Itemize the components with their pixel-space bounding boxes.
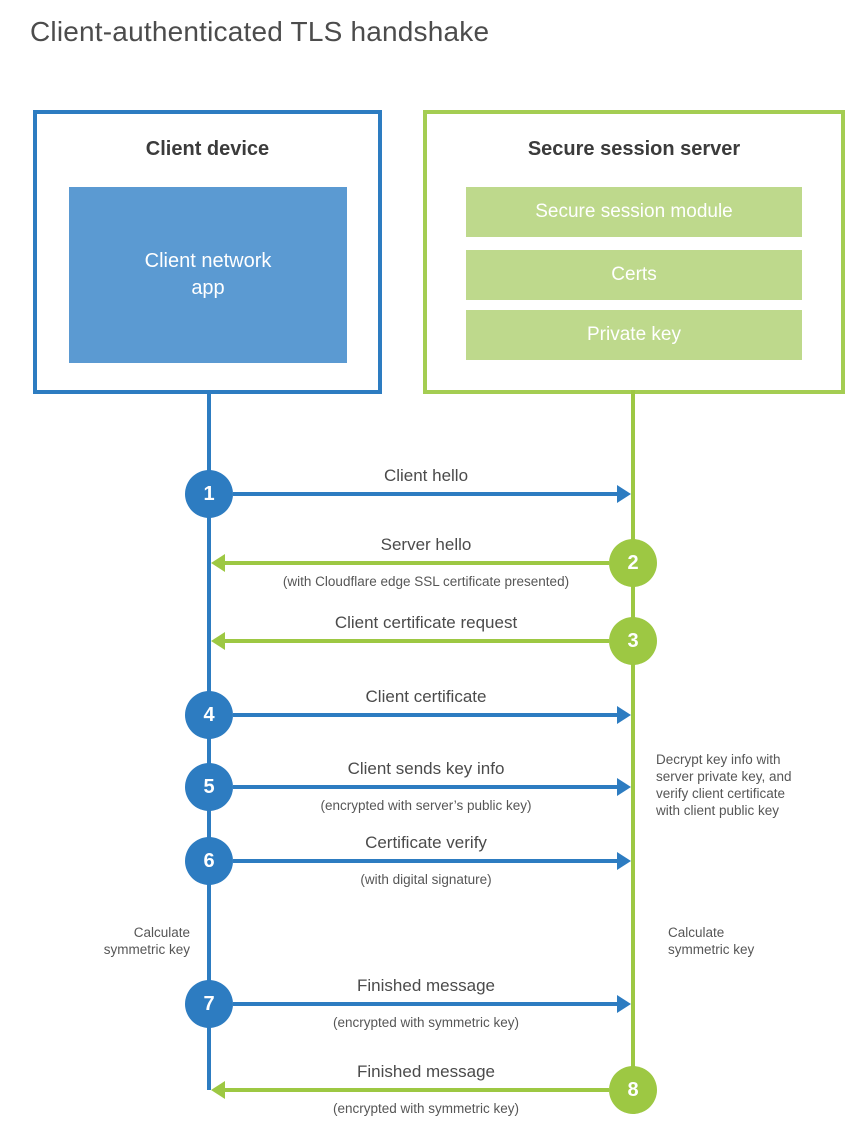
message-sublabel: (with digital signature) bbox=[360, 872, 492, 887]
message-sublabel: (with Cloudflare edge SSL certificate pr… bbox=[282, 574, 570, 589]
arrowhead-icon bbox=[211, 1081, 225, 1099]
step-number-badge: 7 bbox=[185, 980, 233, 1028]
message-label: Finished message bbox=[357, 976, 495, 995]
message-label: Client hello bbox=[383, 466, 469, 485]
server-lifeline bbox=[631, 390, 635, 1090]
step-2-server-hello: 2 Server hello (with Cloudflare edge SSL… bbox=[0, 533, 865, 597]
arrow-left-icon bbox=[211, 1081, 609, 1099]
arrowhead-icon bbox=[617, 706, 631, 724]
step-number-badge: 5 bbox=[185, 763, 233, 811]
note-calculate-symmetric-key-server: Calculate symmetric key bbox=[668, 925, 755, 957]
arrowhead-icon bbox=[617, 485, 631, 503]
arrowhead-icon bbox=[211, 554, 225, 572]
message-label: Server hello bbox=[380, 535, 472, 554]
step-7-finished-message-client: 7 Finished message (encrypted with symme… bbox=[0, 974, 865, 1038]
step-1-client-hello: 1 Client hello bbox=[0, 464, 865, 528]
step-number-badge: 2 bbox=[609, 539, 657, 587]
server-module-certs: Certs bbox=[466, 250, 802, 300]
server-module-private-key: Private key bbox=[466, 310, 802, 360]
step-4-client-certificate: 4 Client certificate bbox=[0, 685, 865, 749]
step-number-badge: 6 bbox=[185, 837, 233, 885]
secure-session-server-box: Secure session server Secure session mod… bbox=[423, 110, 845, 394]
page-title: Client-authenticated TLS handshake bbox=[30, 16, 490, 47]
message-label: Client sends key info bbox=[347, 759, 505, 778]
client-lifeline bbox=[207, 390, 211, 1090]
step-5-client-sends-key-info: 5 Client sends key info (encrypted with … bbox=[0, 757, 865, 821]
arrow-left-icon bbox=[211, 632, 609, 650]
note-calculate-symmetric-key-client: Calculate symmetric key bbox=[103, 925, 190, 957]
message-label: Certificate verify bbox=[365, 833, 487, 852]
client-device-box: Client device Client network app bbox=[33, 110, 382, 394]
arrow-right-icon bbox=[233, 706, 631, 724]
message-label: Finished message bbox=[357, 1062, 495, 1081]
step-3-client-certificate-request: 3 Client certificate request bbox=[0, 611, 865, 675]
arrowhead-icon bbox=[617, 778, 631, 796]
arrowhead-icon bbox=[617, 995, 631, 1013]
step-number-badge: 4 bbox=[185, 691, 233, 739]
arrow-right-icon bbox=[233, 485, 631, 503]
step-number-badge: 1 bbox=[185, 470, 233, 518]
arrow-right-icon bbox=[233, 995, 631, 1013]
arrowhead-icon bbox=[617, 852, 631, 870]
step-number-badge: 3 bbox=[609, 617, 657, 665]
step-6-certificate-verify: 6 Certificate verify (with digital signa… bbox=[0, 831, 865, 895]
arrowhead-icon bbox=[211, 632, 225, 650]
secure-session-server-title: Secure session server bbox=[527, 138, 741, 160]
client-network-app-block: Client network app bbox=[69, 187, 347, 363]
client-device-title: Client device bbox=[145, 138, 270, 160]
message-label: Client certificate bbox=[365, 687, 487, 706]
step-8-finished-message-server: 8 Finished message (encrypted with symme… bbox=[0, 1060, 865, 1124]
message-sublabel: (encrypted with symmetric key) bbox=[332, 1015, 520, 1030]
arrow-left-icon bbox=[211, 554, 609, 572]
server-module-secure-session: Secure session module bbox=[466, 187, 802, 237]
message-sublabel: (encrypted with symmetric key) bbox=[332, 1101, 520, 1116]
arrow-right-icon bbox=[233, 852, 631, 870]
message-label: Client certificate request bbox=[334, 613, 518, 632]
arrow-right-icon bbox=[233, 778, 631, 796]
note-decrypt-key-info: Decrypt key info with server private key… bbox=[656, 752, 792, 818]
step-number-badge: 8 bbox=[609, 1066, 657, 1114]
message-sublabel: (encrypted with server’s public key) bbox=[320, 798, 532, 813]
